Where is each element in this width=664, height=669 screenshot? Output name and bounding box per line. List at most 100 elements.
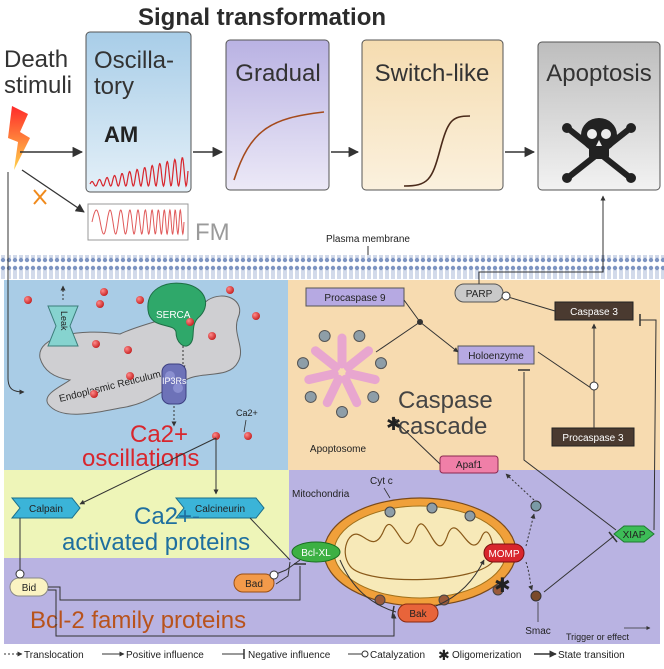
released-cytc [530, 500, 542, 512]
xiap-label: XIAP [623, 530, 646, 541]
calcineurin-label: Calcineurin [195, 504, 245, 515]
legend-state-label: State transition [558, 650, 625, 661]
gradual-label: Gradual [235, 60, 320, 87]
legend: Translocation Positive influence Negativ… [4, 647, 625, 663]
smac-molecule [530, 590, 542, 602]
plasma-membrane-label: Plasma membrane [326, 234, 410, 245]
bid-label: Bid [22, 583, 36, 594]
apoptosis-label: Apoptosis [546, 60, 651, 87]
am-label: AM [104, 122, 138, 147]
skull-crossbones-icon [562, 118, 636, 183]
bid-to-bak-arrow [48, 589, 397, 637]
xiap-box [613, 525, 655, 543]
xiap-inhibits-holoenzyme [523, 372, 617, 531]
trigger-effect-label: Trigger or effect [566, 632, 630, 642]
apoptosome-link [375, 321, 421, 353]
apoptosome-cytc [374, 357, 387, 370]
caspase-cascade-title-2: cascade [398, 413, 487, 440]
parp-label: PARP [466, 289, 493, 300]
legend-translocation-label: Translocation [24, 650, 84, 661]
calcium-ion [124, 346, 132, 354]
ip3r-channel [161, 363, 187, 405]
calcium-ion [90, 390, 98, 398]
legend-catalyzation-label: Catalyzation [370, 650, 425, 661]
apoptosome-spoke [343, 346, 374, 372]
caspase3-to-parp-line [507, 296, 556, 312]
bclx-inhibits-bak [339, 559, 397, 613]
switch-like-box [361, 39, 504, 191]
legend-catalyzation-node [361, 650, 369, 658]
holoenzyme-box [457, 345, 535, 365]
calcineurin-shape [174, 497, 265, 519]
procaspase3-box [551, 427, 635, 447]
legend-oligomerization-label: Oligomerization [452, 650, 521, 661]
apoptosome-cytc [297, 357, 310, 370]
apoptosome-spoke [304, 369, 339, 385]
oscillatory-label-1: Oscilla- [94, 47, 174, 74]
apaf1-to-apoptosome-arrow [391, 417, 441, 465]
oscillatory-label-2: tory [94, 73, 134, 100]
bak-to-momp-arrow [435, 559, 485, 607]
apaf1-label: Apaf1 [456, 460, 483, 471]
apoptosome-spoke [322, 374, 344, 408]
smac-inhibits-xiap [543, 535, 615, 593]
am-oscillation-curve [89, 157, 189, 188]
ca-ion-pointer [243, 419, 247, 433]
gradual-box [225, 39, 330, 191]
apoptosome-spoke [345, 369, 380, 385]
calcium-ions [24, 286, 260, 440]
ca-to-calpain-arrow [79, 437, 217, 505]
momp-oligomerization-icon: ✱ [494, 575, 511, 597]
leak-channel [47, 305, 79, 347]
procaspase3-label: Procaspase 3 [562, 433, 624, 444]
apoptosome-complex [297, 329, 387, 418]
apoptosome-cytc [367, 390, 380, 403]
leak-label: Leak [59, 311, 69, 331]
bad-box [233, 573, 275, 593]
oscillatory-box [85, 31, 192, 193]
bak-label: Bak [409, 609, 427, 620]
caspase3-label: Caspase 3 [570, 307, 618, 318]
apoptosome-oligomerization-icon: ✱ [386, 414, 401, 434]
activated-proteins-title-2: activated proteins [62, 529, 250, 556]
fm-blocked-cross-icon [33, 189, 47, 205]
parp-to-apoptosis-arrow [478, 195, 606, 284]
mitochondrion-cristae [344, 523, 495, 581]
apoptosis-box [537, 41, 661, 191]
fm-oscillation-curve [91, 208, 185, 236]
death-stimuli-label-1: Death [4, 46, 68, 73]
holoenzyme-label: Holoenzyme [468, 351, 524, 362]
calcium-ion [252, 312, 260, 320]
calcium-ion [244, 432, 252, 440]
serca-pump [147, 282, 207, 347]
smac-release-arrow [525, 561, 533, 591]
apoptosome-spoke [310, 346, 341, 372]
apaf1-box [439, 455, 499, 474]
calcium-ion [186, 318, 194, 326]
bid-catalyzation-node [15, 569, 25, 579]
ca-oscillations-title-1: Ca2+ [130, 421, 188, 448]
bad-label: Bad [245, 579, 263, 590]
mito-molecule [464, 510, 476, 522]
apoptosome-label: Apoptosome [310, 444, 367, 455]
stimuli-to-er-arrow [7, 172, 25, 395]
calcineurin-link [249, 517, 291, 561]
mito-molecule [438, 594, 450, 606]
cytc-label: Cyt c [370, 476, 393, 487]
mitochondria-label: Mitochondria [292, 489, 350, 500]
switch-like-curve [403, 115, 471, 187]
calcium-ion [212, 432, 220, 440]
serca-label: SERCA [156, 310, 191, 321]
plasma-membrane [0, 255, 664, 279]
apoptosome-cytc [336, 406, 348, 418]
holoenzyme-catalyzation-line [537, 351, 595, 391]
stimuli-to-fm-arrow [21, 169, 85, 213]
bak-box [397, 603, 439, 623]
mito-molecule [426, 502, 438, 514]
mito-molecule [492, 584, 504, 596]
bclx-label: Bcl-XL [301, 548, 331, 559]
calcium-ion [24, 296, 32, 304]
mito-molecule [384, 506, 396, 518]
death-stimuli-label-2: stimuli [4, 72, 72, 99]
